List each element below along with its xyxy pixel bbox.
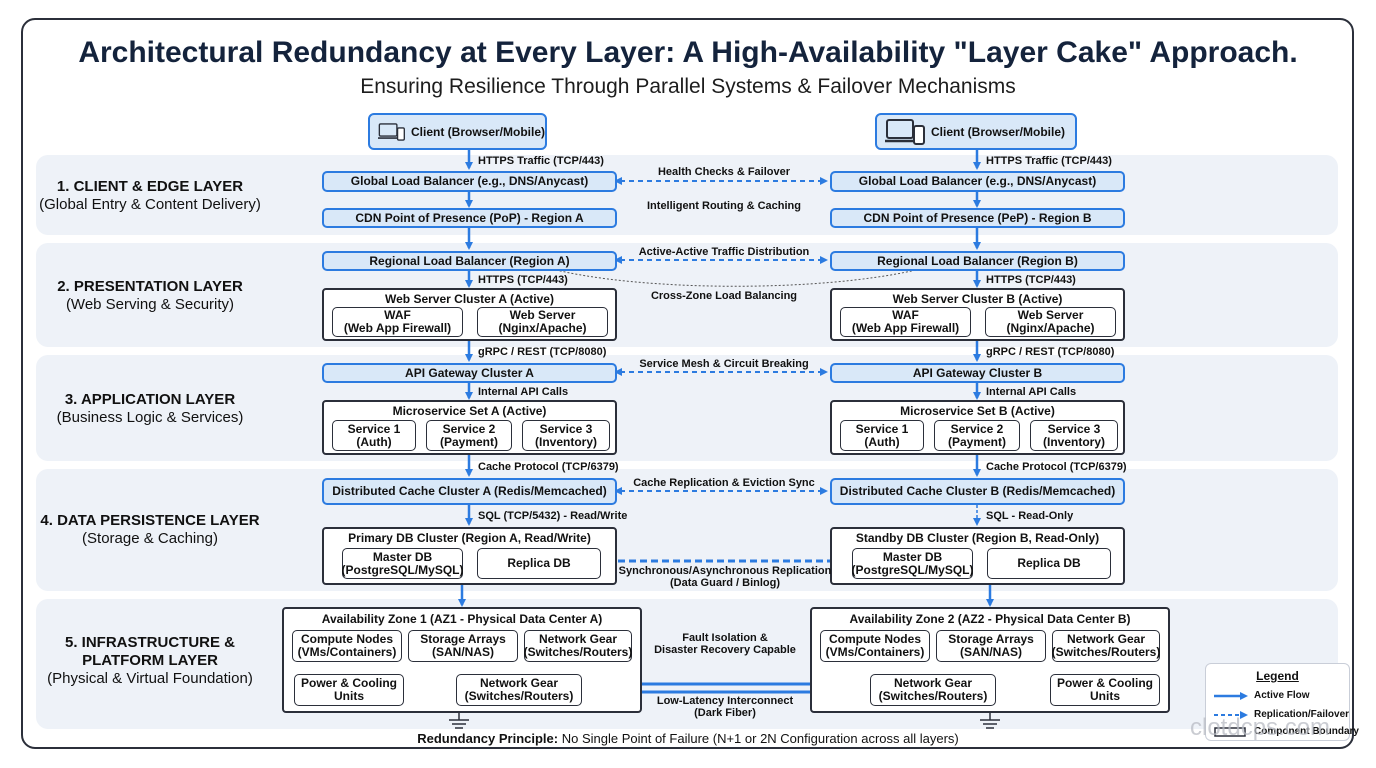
a-sql-label: SQL (TCP/5432) - Read/Write (478, 510, 628, 522)
a-ms-title: Microservice Set A (Active) (392, 404, 547, 418)
page-subtitle: Ensuring Resilience Through Parallel Sys… (360, 75, 1016, 98)
a-service-1: Service 1(Auth) (332, 420, 416, 451)
b-service-3: Service 3(Inventory) (1030, 420, 1118, 451)
page-title: Architectural Redundancy at Every Layer:… (78, 36, 1298, 69)
a-distributed-cache: Distributed Cache Cluster A (Redis/Memca… (322, 478, 617, 505)
devices-icon (885, 118, 925, 145)
a-cache-proto-label: Cache Protocol (TCP/6379) (478, 461, 619, 473)
b-service-1: Service 1(Auth) (840, 420, 924, 451)
layer-label-client-edge: 1. CLIENT & EDGE LAYER(Global Entry & Co… (39, 178, 261, 213)
az2-title: Availability Zone 2 (AZ2 - Physical Data… (849, 612, 1131, 626)
az2-core-network-gear: Network Gear(Switches/Routers) (870, 674, 996, 706)
a-web-cluster-title: Web Server Cluster A (Active) (385, 292, 554, 306)
b-global-load-balancer: Global Load Balancer (e.g., DNS/Anycast) (830, 171, 1125, 192)
layer-label-application: 3. APPLICATION LAYER(Business Logic & Se… (56, 391, 244, 426)
a-web-server: Web Server(Nginx/Apache) (477, 307, 608, 337)
b-web-cluster-title: Web Server Cluster B (Active) (892, 292, 1063, 306)
b-https-label: HTTPS (TCP/443) (986, 274, 1076, 286)
label-cache-replication: Cache Replication & Eviction Sync (633, 477, 815, 489)
b-waf: WAF(Web App Firewall) (840, 307, 971, 337)
b-service-2: Service 2(Payment) (934, 420, 1020, 451)
a-web-server-cluster: Web Server Cluster A (Active) WAF(Web Ap… (322, 288, 617, 341)
legend-boundary: Component Boundary (1214, 726, 1359, 737)
b-api-gateway: API Gateway Cluster B (830, 363, 1125, 383)
b-web-server-cluster: Web Server Cluster B (Active) WAF(Web Ap… (830, 288, 1125, 341)
a-service-2: Service 2(Payment) (426, 420, 512, 451)
client-b: Client (Browser/Mobile) (875, 113, 1077, 150)
b-web-server: Web Server(Nginx/Apache) (985, 307, 1116, 337)
b-grpc-label: gRPC / REST (TCP/8080) (986, 346, 1115, 358)
layer-label-presentation: 2. PRESENTATION LAYER(Web Serving & Secu… (57, 278, 243, 313)
b-db-cluster-title: Standby DB Cluster (Region B, Read-Only) (855, 531, 1100, 545)
legend-replication: Replication/Failover (1214, 709, 1349, 720)
label-interconnect: Low-Latency Interconnect(Dark Fiber) (656, 695, 794, 719)
az1-network-gear: Network Gear(Switches/Routers) (524, 630, 632, 662)
az1-compute-nodes: Compute Nodes(VMs/Containers) (292, 630, 402, 662)
az2-network-gear: Network Gear(Switches/Routers) (1052, 630, 1160, 662)
az1-title: Availability Zone 1 (AZ1 - Physical Data… (321, 612, 603, 626)
b-https-edge-label: HTTPS Traffic (TCP/443) (986, 155, 1112, 167)
a-db-cluster: Primary DB Cluster (Region A, Read/Write… (322, 527, 617, 585)
dashed-arrow-icon (1214, 710, 1248, 719)
label-service-mesh: Service Mesh & Circuit Breaking (639, 358, 809, 370)
b-regional-load-balancer: Regional Load Balancer (Region B) (830, 251, 1125, 271)
devices-icon (378, 122, 405, 141)
a-microservice-set: Microservice Set A (Active) Service 1(Au… (322, 400, 617, 455)
a-api-gateway: API Gateway Cluster A (322, 363, 617, 383)
layer-label-infrastructure: 5. INFRASTRUCTURE &PLATFORM LAYER(Physic… (47, 634, 253, 687)
solid-arrow-icon (1214, 691, 1248, 700)
a-service-3: Service 3(Inventory) (522, 420, 610, 451)
ground-symbol-az2 (980, 712, 1000, 729)
label-intelligent-routing: Intelligent Routing & Caching (647, 200, 801, 212)
a-https-edge-label: HTTPS Traffic (TCP/443) (478, 155, 604, 167)
label-cross-zone: Cross-Zone Load Balancing (650, 290, 798, 302)
legend-active-flow: Active Flow (1214, 690, 1310, 701)
a-regional-load-balancer: Regional Load Balancer (Region A) (322, 251, 617, 271)
a-waf: WAF(Web App Firewall) (332, 307, 463, 337)
b-replica-db: Replica DB (987, 548, 1111, 579)
label-db-replication: Synchronous/Asynchronous Replication(Dat… (618, 565, 832, 589)
legend: Legend Active Flow Replication/Failover … (1205, 663, 1359, 741)
legend-title: Legend (1256, 669, 1299, 683)
client-a-label: Client (Browser/Mobile) (410, 124, 545, 139)
b-ms-title: Microservice Set B (Active) (900, 404, 1055, 418)
a-replica-db: Replica DB (477, 548, 601, 579)
b-cdn-pop: CDN Point of Presence (PeP) - Region B (830, 208, 1125, 228)
a-grpc-label: gRPC / REST (TCP/8080) (478, 346, 607, 358)
az1-storage-arrays: Storage Arrays(SAN/NAS) (408, 630, 518, 662)
client-b-label: Client (Browser/Mobile) (931, 124, 1066, 139)
boundary-box-icon (1214, 726, 1246, 737)
a-https-label: HTTPS (TCP/443) (478, 274, 568, 286)
a-cdn-pop: CDN Point of Presence (PoP) - Region A (322, 208, 617, 228)
client-a: Client (Browser/Mobile) (368, 113, 547, 150)
b-db-cluster: Standby DB Cluster (Region B, Read-Only)… (830, 527, 1125, 585)
a-global-load-balancer: Global Load Balancer (e.g., DNS/Anycast) (322, 171, 617, 192)
a-db-cluster-title: Primary DB Cluster (Region A, Read/Write… (348, 531, 591, 545)
az2-storage-arrays: Storage Arrays(SAN/NAS) (936, 630, 1046, 662)
b-distributed-cache: Distributed Cache Cluster B (Redis/Memca… (830, 478, 1125, 505)
ground-symbol-az1 (449, 712, 469, 729)
b-master-db: Master DB(PostgreSQL/MySQL) (852, 548, 974, 579)
b-internal-label: Internal API Calls (986, 386, 1077, 398)
watermark: clotdcps.com (1190, 714, 1331, 741)
az1: Availability Zone 1 (AZ1 - Physical Data… (282, 607, 642, 713)
footer-principle: Redundancy Principle: No Single Point of… (417, 731, 959, 746)
layer-label-data-persistence: 4. DATA PERSISTENCE LAYER(Storage & Cach… (40, 512, 260, 547)
b-sql-label: SQL - Read-Only (986, 510, 1074, 522)
label-fault-isolation: Fault Isolation &Disaster Recovery Capab… (654, 632, 796, 656)
az2-compute-nodes: Compute Nodes(VMs/Containers) (820, 630, 930, 662)
a-master-db: Master DB(PostgreSQL/MySQL) (342, 548, 464, 579)
b-cache-proto-label: Cache Protocol (TCP/6379) (986, 461, 1127, 473)
label-active-active: Active-Active Traffic Distribution (638, 246, 810, 258)
az1-core-network-gear: Network Gear(Switches/Routers) (456, 674, 582, 706)
az2: Availability Zone 2 (AZ2 - Physical Data… (810, 607, 1170, 713)
a-internal-label: Internal API Calls (478, 386, 569, 398)
b-microservice-set: Microservice Set B (Active) Service 1(Au… (830, 400, 1125, 455)
label-health-checks: Health Checks & Failover (657, 166, 791, 178)
